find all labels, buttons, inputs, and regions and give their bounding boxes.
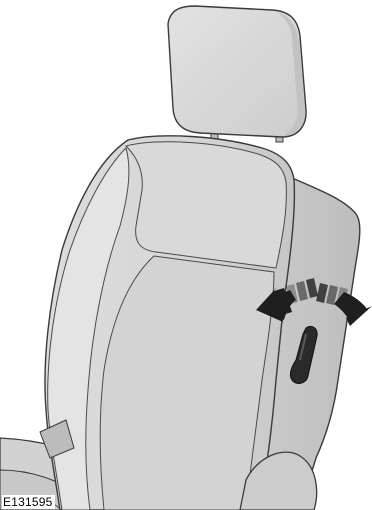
figure-reference-code: E131595: [2, 495, 55, 509]
headrest: [168, 6, 306, 137]
backrest: [45, 136, 294, 510]
